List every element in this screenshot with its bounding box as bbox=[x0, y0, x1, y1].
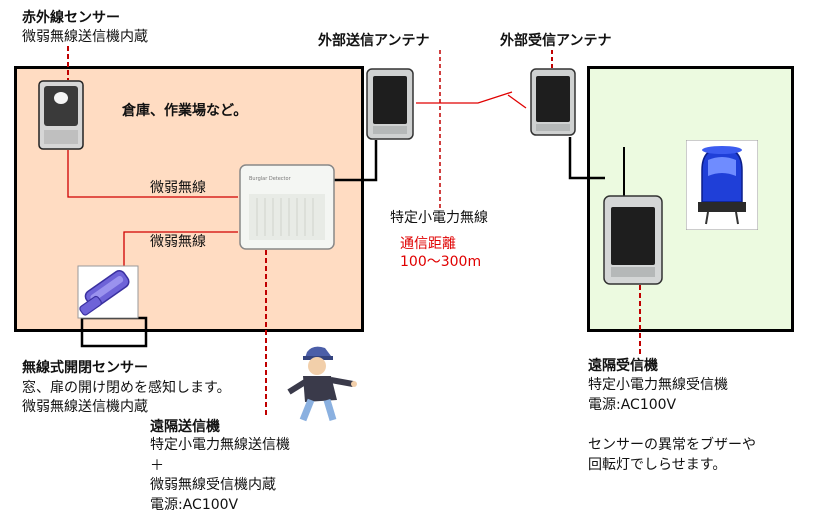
radio-link-label: 特定小電力無線 bbox=[390, 210, 488, 226]
radio-link-line bbox=[416, 91, 513, 104]
door-sensor-bracket bbox=[80, 316, 148, 348]
remote-tx-line-4: 電源:AC100V bbox=[150, 497, 239, 513]
remote-tx-line-2: ＋ bbox=[150, 458, 164, 474]
remote-tx-line-3: 微弱無線受信機内蔵 bbox=[150, 477, 276, 493]
tx-antenna-icon bbox=[366, 68, 414, 140]
remote-rx-note-2: 回転灯でしらせます。 bbox=[588, 457, 727, 473]
remote-tx-line-1: 特定小電力無線送信機 bbox=[150, 437, 290, 453]
remote-rx-note-1: センサーの異常をブザーや bbox=[588, 437, 756, 453]
radio-link-arrow bbox=[507, 94, 527, 109]
rotating-lamp-icon bbox=[685, 139, 759, 231]
distance-value: 100～300m bbox=[400, 254, 482, 270]
distance-label: 通信距離 bbox=[400, 236, 456, 252]
weak-radio-line-1 bbox=[67, 150, 238, 198]
tx-cable bbox=[334, 140, 378, 182]
transmitter-unit-icon: Burglar Detector bbox=[239, 164, 335, 250]
remote-rx-title: 遠隔受信機 bbox=[588, 358, 658, 374]
infrared-sensor-title: 赤外線センサー bbox=[22, 10, 120, 26]
infrared-sensor-desc: 微弱無線送信機内蔵 bbox=[22, 29, 148, 45]
door-sensor-desc-2: 微弱無線送信機内蔵 bbox=[22, 399, 148, 415]
tx-antenna-title: 外部送信アンテナ bbox=[318, 33, 430, 49]
remote-rx-line-1: 特定小電力無線受信機 bbox=[588, 377, 728, 393]
receiver-unit-icon bbox=[603, 195, 663, 285]
rx-cable bbox=[568, 137, 605, 180]
person-icon bbox=[283, 342, 359, 424]
door-sensor-icon bbox=[76, 264, 140, 320]
rx-antenna-icon bbox=[530, 68, 576, 136]
remote-tx-title: 遠隔送信機 bbox=[150, 419, 220, 435]
transmitter-brand: Burglar Detector bbox=[249, 176, 291, 182]
door-sensor-title: 無線式開閉センサー bbox=[22, 360, 148, 376]
weak-radio-label-2: 微弱無線 bbox=[150, 234, 206, 250]
weak-radio-line-2 bbox=[123, 231, 238, 273]
door-sensor-desc-1: 窓、扉の開け閉めを感知します。 bbox=[22, 380, 231, 396]
remote-rx-line-2: 電源:AC100V bbox=[588, 397, 677, 413]
area-label: 倉庫、作業場など。 bbox=[122, 103, 248, 119]
rx-antenna-title: 外部受信アンテナ bbox=[500, 33, 612, 49]
infrared-sensor-icon bbox=[38, 80, 84, 150]
weak-radio-label-1: 微弱無線 bbox=[150, 180, 206, 196]
